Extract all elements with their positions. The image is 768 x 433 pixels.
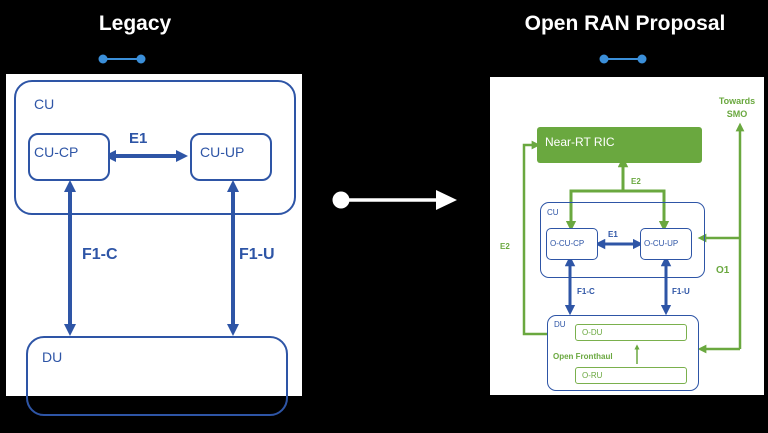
cu-up-label: CU-UP bbox=[200, 144, 245, 160]
oran-du-container bbox=[547, 315, 699, 391]
legacy-arrows bbox=[64, 150, 239, 336]
o1-label: O1 bbox=[716, 265, 730, 276]
f1u-label: F1-U bbox=[239, 246, 275, 263]
proposal-heading: Open RAN Proposal bbox=[524, 12, 726, 35]
oran-f1c-label: F1-C bbox=[577, 287, 595, 296]
du-container bbox=[26, 336, 288, 416]
e2-top-label: E2 bbox=[631, 177, 641, 186]
o-cu-up-box bbox=[640, 228, 692, 260]
cu-up-box bbox=[190, 133, 272, 181]
oran-links bbox=[522, 122, 745, 364]
o-cu-cp-box bbox=[546, 228, 598, 260]
o-du-box bbox=[575, 324, 687, 341]
oran-cu-container bbox=[540, 202, 705, 278]
e1-label: E1 bbox=[129, 130, 148, 147]
o-du-label: O-DU bbox=[582, 328, 603, 337]
transition-arrow bbox=[332, 190, 457, 210]
near-rt-ric-box bbox=[537, 127, 702, 163]
open-fronthaul-label: Open Fronthaul bbox=[553, 352, 613, 361]
cu-container bbox=[14, 80, 296, 215]
du-label: DU bbox=[42, 349, 63, 365]
cu-cp-box bbox=[28, 133, 110, 181]
cu-cp-label: CU-CP bbox=[34, 144, 79, 160]
proposal-heading-connector bbox=[599, 54, 647, 64]
e2-left-label: E2 bbox=[500, 242, 510, 251]
o-cu-cp-label: O-CU-CP bbox=[550, 239, 585, 248]
oran-f1u-label: F1-U bbox=[672, 287, 690, 296]
near-rt-ric-label: Near-RT RIC bbox=[545, 135, 615, 149]
cu-label: CU bbox=[34, 96, 55, 112]
towards-smo-label: Towards SMO bbox=[718, 96, 756, 119]
oran-du-label: DU bbox=[554, 320, 566, 329]
legacy-panel: CU CU-CP CU-UP E1 F1-C F1-U DU bbox=[6, 74, 302, 416]
oran-e1-label: E1 bbox=[608, 230, 618, 239]
legacy-heading: Legacy bbox=[98, 12, 172, 35]
f1c-label: F1-C bbox=[82, 246, 118, 263]
oran-cu-label: CU bbox=[547, 208, 559, 217]
o-ru-box bbox=[575, 367, 687, 384]
o-cu-up-label: O-CU-UP bbox=[644, 239, 679, 248]
o-ru-label: O-RU bbox=[582, 371, 603, 380]
oran-panel: Near-RT RIC Towards SMO E2 E2 O1 CU O-CU… bbox=[490, 77, 764, 395]
legacy-heading-connector bbox=[98, 54, 146, 64]
